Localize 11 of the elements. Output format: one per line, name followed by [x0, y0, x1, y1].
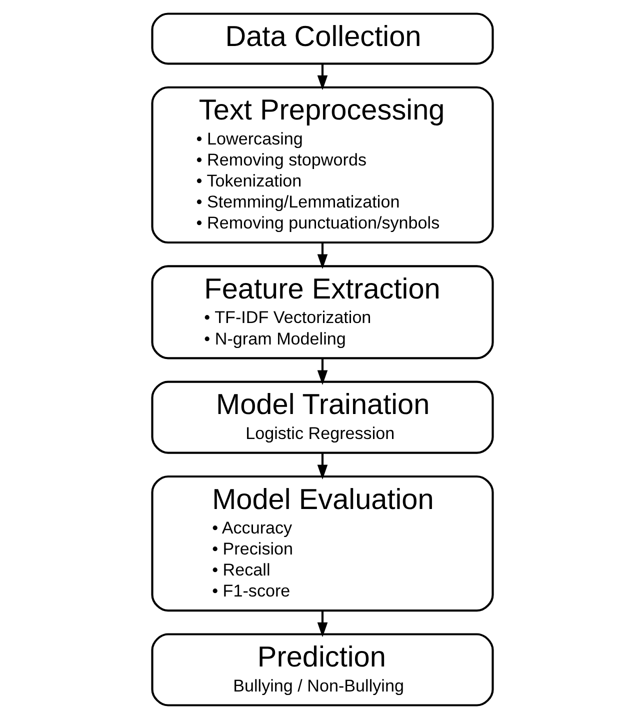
- node-box: Prediction Bullying / Non-Bullying: [150, 633, 494, 706]
- arrow: [316, 453, 328, 480]
- arrow: [316, 64, 328, 90]
- node-box: Text Preprocessing • Lowercasing • Removing stopwords • Tokenization • Stemming/Lemmatization • Removing punctuation/synbols: [150, 86, 494, 244]
- arrow: [316, 610, 328, 638]
- node-box: Model Evaluation • Accuracy • Precision • Recall • F1-score: [150, 475, 494, 612]
- arrow: [316, 242, 328, 269]
- node-box: Model Traination Logistic Regression: [150, 380, 494, 454]
- arrow: [316, 358, 328, 385]
- node-box: Feature Extraction • TF-IDF Vectorization • N-gram Modeling: [150, 265, 494, 360]
- node-box: Data Collection: [150, 12, 494, 65]
